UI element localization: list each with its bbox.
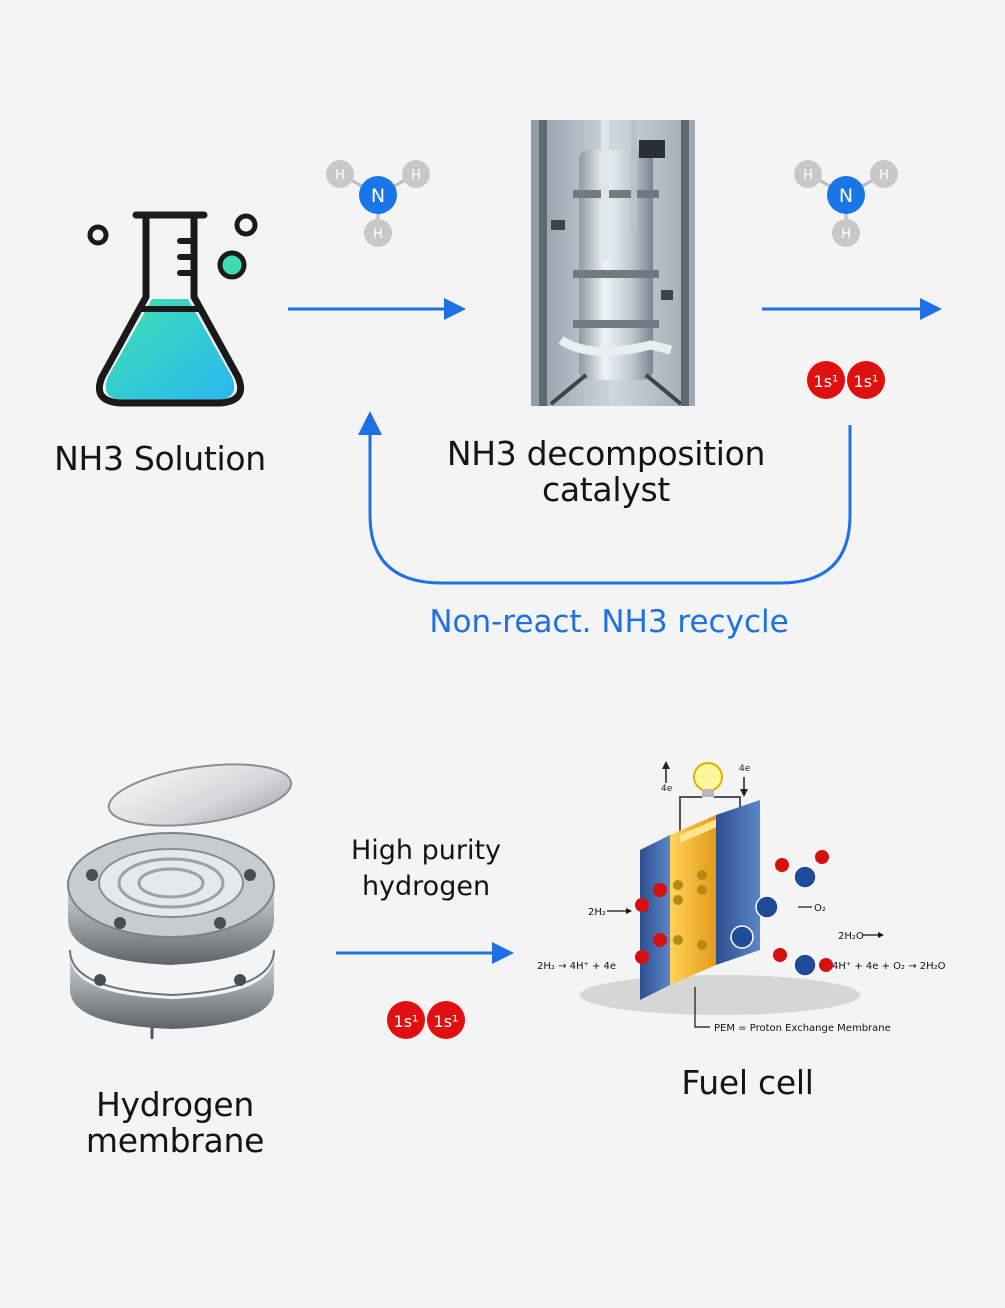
fuel-cell-diagram: 4e 4e 2H₂ 2H₂ → 4H⁺ + 4e O₂ 2H₂O 4H⁺ + 4… — [537, 761, 946, 1034]
membrane-photo — [67, 763, 293, 1039]
hydrogen-atom: H — [411, 168, 421, 183]
fuel-cell-right-input: O₂ — [814, 903, 826, 914]
ammonia-molecule-icon: N H H H — [794, 160, 898, 247]
membrane-label-line2: membrane — [85, 1121, 265, 1160]
purity-label-line2: hydrogen — [361, 871, 491, 902]
nitrogen-atom: N — [371, 185, 385, 207]
flow-arrow — [288, 298, 466, 320]
hydrogen-atom: H — [373, 227, 383, 242]
fuel-cell-top-left-marker: 4e — [661, 784, 673, 794]
hydrogen-atom: H — [803, 168, 813, 183]
hydrogen-atom: 1s¹ — [814, 372, 839, 391]
hydrogen-atom: H — [879, 168, 889, 183]
flow-arrow — [336, 942, 514, 964]
hydrogen-atom: 1s¹ — [854, 372, 879, 391]
decomposition-catalyst-label: NH3 decomposition catalyst — [400, 436, 812, 508]
ammonia-molecule-icon: N H H H — [326, 160, 430, 247]
fuel-cell-right-output: 2H₂O — [838, 931, 864, 942]
hydrogen-atom: 1s¹ — [434, 1012, 459, 1031]
hydrogen-molecule-icon: 1s¹ 1s¹ — [387, 1001, 465, 1039]
hydrogen-membrane-label: Hydrogen membrane — [40, 1087, 310, 1159]
fuel-cell-top-right-marker: 4e — [739, 764, 751, 774]
decomposition-label-line2: catalyst — [542, 470, 670, 509]
hydrogen-atom: H — [335, 168, 345, 183]
recycle-arrow — [358, 411, 852, 585]
flask-icon — [87, 211, 258, 407]
reactor-photo — [531, 120, 695, 406]
high-purity-hydrogen-label: High purity hydrogen — [310, 833, 542, 905]
hydrogen-atom: H — [841, 227, 851, 242]
fuel-cell-right-reaction: 4H⁺ + 4e + O₂ → 2H₂O — [832, 961, 946, 972]
recycle-label: Non-react. NH3 recycle — [429, 604, 789, 640]
hydrogen-molecule-icon: 1s¹ 1s¹ — [807, 361, 885, 399]
hydrogen-atom: 1s¹ — [394, 1012, 419, 1031]
pem-caption: PEM = Proton Exchange Membrane — [714, 1023, 891, 1034]
membrane-label-line1: Hydrogen — [95, 1085, 255, 1124]
fuel-cell-left-input: 2H₂ — [588, 907, 606, 918]
nh3-solution-label: NH3 Solution — [54, 439, 266, 478]
decomposition-label-line1: NH3 decomposition — [446, 434, 766, 473]
flow-arrow — [762, 298, 942, 320]
purity-label-line1: High purity — [350, 835, 502, 866]
nitrogen-atom: N — [839, 185, 853, 207]
fuel-cell-label: Fuel cell — [681, 1063, 814, 1102]
fuel-cell-left-reaction: 2H₂ → 4H⁺ + 4e — [537, 961, 616, 972]
